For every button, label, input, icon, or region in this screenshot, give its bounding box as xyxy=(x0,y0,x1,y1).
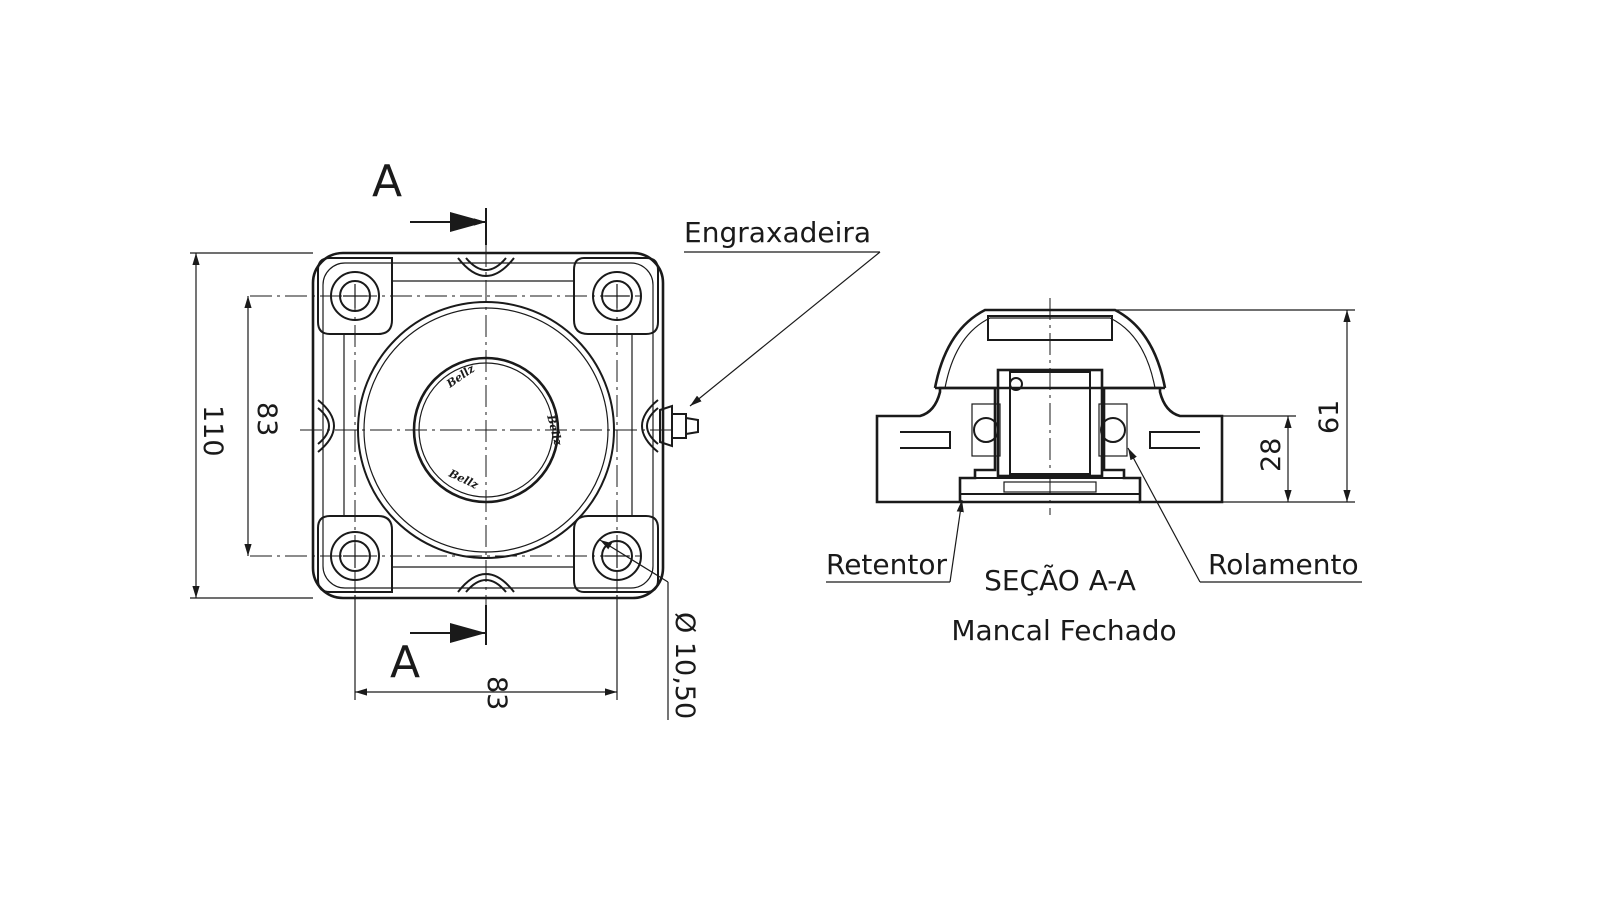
dimension-83-horizontal: 83 xyxy=(354,595,618,710)
brand-mark: Bellz xyxy=(443,362,477,391)
seal-label: Retentor xyxy=(826,548,947,581)
section-body xyxy=(875,386,997,504)
svg-text:28: 28 xyxy=(1256,438,1287,472)
front-view: Bellz Bellz Bellz xyxy=(250,245,699,610)
grease-fitting xyxy=(659,404,699,448)
section-cut-bottom: A xyxy=(390,605,487,688)
dimension-61: 61 xyxy=(1115,309,1355,503)
svg-text:61: 61 xyxy=(1314,400,1345,434)
svg-text:Ø 10,50: Ø 10,50 xyxy=(669,612,700,719)
section-view xyxy=(875,298,1224,515)
grease-fitting-label: Engraxadeira xyxy=(684,216,871,249)
housing-outline xyxy=(311,251,665,600)
bearing xyxy=(971,403,1128,457)
section-cut-top: A xyxy=(372,156,487,245)
section-mark-top: A xyxy=(372,156,402,207)
dimension-28: 28 xyxy=(1180,415,1296,502)
dimension-hole-diameter: Ø 10,50 xyxy=(599,539,700,720)
bearing-label: Rolamento xyxy=(1208,548,1359,581)
dimension-83-vertical: 83 xyxy=(244,296,282,556)
dimension-110: 110 xyxy=(190,252,313,599)
seal-callout: Retentor xyxy=(826,499,964,583)
corner-pad-br xyxy=(573,515,659,593)
section-mark-bottom: A xyxy=(390,637,420,688)
svg-text:83: 83 xyxy=(481,676,512,710)
svg-text:83: 83 xyxy=(251,402,282,436)
svg-text:110: 110 xyxy=(197,405,228,457)
section-title: SEÇÃO A-A xyxy=(984,564,1136,597)
brand-mark: Bellz xyxy=(446,467,481,493)
part-name: Mancal Fechado xyxy=(951,614,1176,647)
grease-fitting-callout: Engraxadeira xyxy=(684,216,881,407)
bearing-callout: Rolamento xyxy=(1127,447,1362,583)
